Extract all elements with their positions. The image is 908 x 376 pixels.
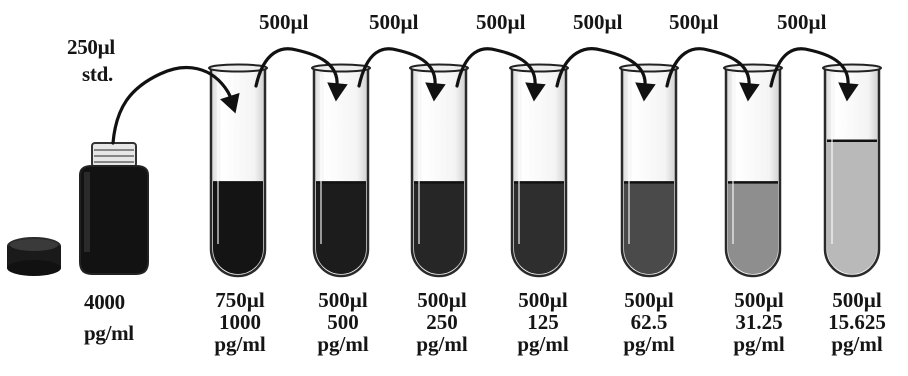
tube-label-6: 500µl 31.25 pg/ml: [714, 289, 804, 355]
tube-liquid: [316, 182, 366, 274]
test-tube-7: [823, 65, 881, 277]
bottle-cap: [7, 237, 61, 276]
stock-addition-sub-label: std.: [82, 63, 113, 85]
tube-liquid: [728, 182, 778, 274]
tube-concentration: 62.5: [604, 311, 694, 333]
tube-volume: 500µl: [811, 289, 903, 311]
test-tube-6: [724, 65, 782, 277]
tube-label-5: 500µl 62.5 pg/ml: [604, 289, 694, 355]
tube-concentration: 1000: [195, 311, 285, 333]
tube-unit: pg/ml: [811, 333, 903, 355]
stock-concentration: 4000: [84, 291, 125, 313]
stock-bottle: [80, 143, 148, 274]
tube-label-3: 500µl 250 pg/ml: [397, 289, 487, 355]
tube-concentration: 31.25: [714, 311, 804, 333]
stock-addition-label: 250µl: [67, 36, 115, 58]
tube-unit: pg/ml: [604, 333, 694, 355]
tube-unit: pg/ml: [195, 333, 285, 355]
tube-volume: 500µl: [714, 289, 804, 311]
tube-concentration: 500: [298, 311, 388, 333]
tube-label-7: 500µl 15.625 pg/ml: [811, 289, 903, 355]
tube-concentration: 125: [498, 311, 588, 333]
tube-liquid: [514, 182, 564, 274]
test-tube-4: [510, 65, 568, 277]
stock-unit: pg/ml: [84, 322, 134, 344]
tube-volume: 500µl: [498, 289, 588, 311]
tube-liquid: [213, 182, 263, 274]
tube-unit: pg/ml: [714, 333, 804, 355]
test-tube-2: [312, 65, 370, 277]
tube-volume: 500µl: [298, 289, 388, 311]
tube-liquid: [414, 182, 464, 274]
transfer-label-5: 500µl: [669, 10, 718, 35]
test-tube-3: [410, 65, 468, 277]
tube-volume: 500µl: [604, 289, 694, 311]
tube-volume: 750µl: [195, 289, 285, 311]
tube-unit: pg/ml: [298, 333, 388, 355]
transfer-label-1: 500µl: [259, 10, 308, 35]
tubes: [209, 65, 881, 277]
tube-concentration: 15.625: [811, 311, 903, 333]
tube-label-1: 750µl 1000 pg/ml: [195, 289, 285, 355]
tube-unit: pg/ml: [498, 333, 588, 355]
tube-volume: 500µl: [397, 289, 487, 311]
transfer-label-3: 500µl: [476, 10, 525, 35]
tube-label-2: 500µl 500 pg/ml: [298, 289, 388, 355]
tube-concentration: 250: [397, 311, 487, 333]
tube-label-4: 500µl 125 pg/ml: [498, 289, 588, 355]
transfer-label-6: 500µl: [777, 10, 826, 35]
tube-liquid: [827, 141, 877, 274]
transfer-label-2: 500µl: [369, 10, 418, 35]
test-tube-5: [620, 65, 678, 277]
tube-liquid: [624, 182, 674, 274]
transfer-label-4: 500µl: [573, 10, 622, 35]
tube-unit: pg/ml: [397, 333, 487, 355]
